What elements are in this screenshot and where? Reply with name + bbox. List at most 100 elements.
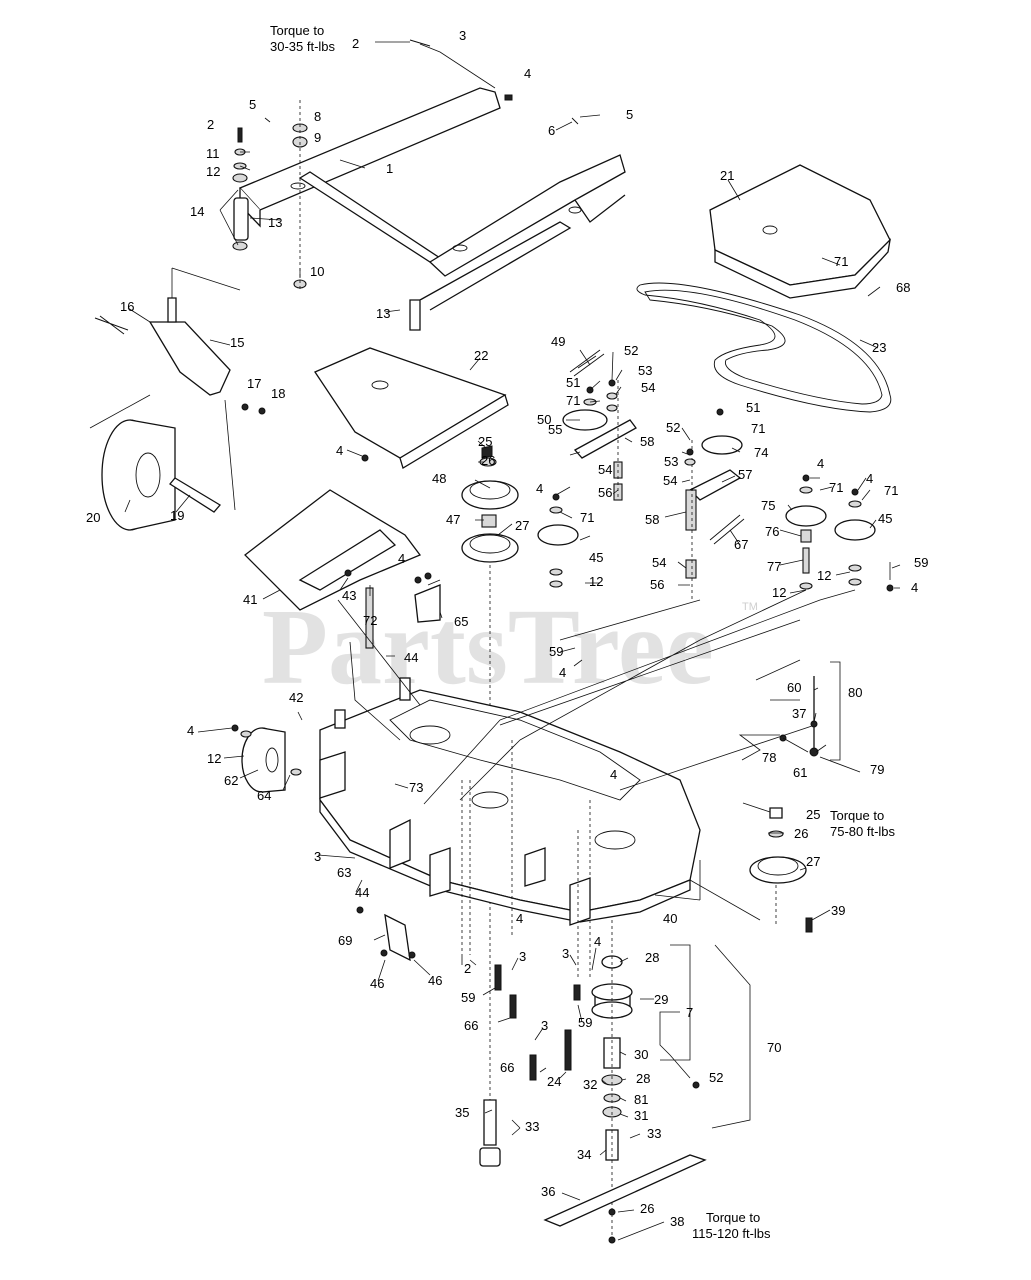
callout-59: 59 xyxy=(914,555,928,570)
callout-16: 16 xyxy=(120,299,134,314)
callout-8: 8 xyxy=(314,109,321,124)
callout-33: 33 xyxy=(525,1119,539,1134)
callout-71: 71 xyxy=(834,254,848,269)
belt-shield xyxy=(314,347,509,469)
callout-11: 11 xyxy=(206,146,220,161)
callout-79: 79 xyxy=(870,762,884,777)
callout-69: 69 xyxy=(338,933,352,948)
callout-58: 58 xyxy=(645,512,659,527)
callout-71: 71 xyxy=(580,510,594,525)
callout-3: 3 xyxy=(519,949,526,964)
callout-9: 9 xyxy=(314,130,321,145)
leader-lines xyxy=(124,41,901,1241)
caster-wheel-assembly xyxy=(89,267,266,531)
watermark: PartsTree TM xyxy=(262,588,758,707)
callout-5: 5 xyxy=(626,107,633,122)
callout-59: 59 xyxy=(461,990,475,1005)
callout-4: 4 xyxy=(911,580,918,595)
right-pulley xyxy=(749,807,813,933)
callout-55: 55 xyxy=(548,422,562,437)
callout-31: 31 xyxy=(634,1108,648,1123)
watermark-brand: PartsTree xyxy=(262,588,714,707)
callout-67: 67 xyxy=(734,537,748,552)
callout-72: 72 xyxy=(363,613,377,628)
callout-32: 32 xyxy=(583,1077,597,1092)
callout-54: 54 xyxy=(663,473,677,488)
callout-47: 47 xyxy=(446,512,460,527)
callout-52: 52 xyxy=(624,343,638,358)
callout-43: 43 xyxy=(342,588,356,603)
callout-34: 34 xyxy=(577,1147,591,1162)
callout-12: 12 xyxy=(589,574,603,589)
callout-33: 33 xyxy=(647,1126,661,1141)
torque-note-top-line2: 30-35 ft-lbs xyxy=(270,39,336,54)
callout-46: 46 xyxy=(370,976,384,991)
callout-58: 58 xyxy=(640,434,654,449)
callout-37: 37 xyxy=(792,706,806,721)
callout-30: 30 xyxy=(634,1047,648,1062)
callout-17: 17 xyxy=(247,376,261,391)
callout-65: 65 xyxy=(454,614,468,629)
callout-56: 56 xyxy=(650,577,664,592)
callout-12: 12 xyxy=(207,751,221,766)
callout-48: 48 xyxy=(432,471,446,486)
callout-49: 49 xyxy=(551,334,565,349)
callout-62: 62 xyxy=(224,773,238,788)
callout-2: 2 xyxy=(352,36,359,51)
torque-note-bottom-line2: 115-120 ft-lbs xyxy=(692,1226,771,1241)
callout-3: 3 xyxy=(541,1018,548,1033)
callout-4: 4 xyxy=(817,456,824,471)
callout-71: 71 xyxy=(751,421,765,436)
callout-75: 75 xyxy=(761,498,775,513)
callout-36: 36 xyxy=(541,1184,555,1199)
callout-4: 4 xyxy=(536,481,543,496)
callout-51: 51 xyxy=(746,400,760,415)
callout-4: 4 xyxy=(559,665,566,680)
callout-53: 53 xyxy=(664,454,678,469)
torque-note-bottom-line1: Torque to xyxy=(706,1210,760,1225)
callout-10: 10 xyxy=(310,264,324,279)
callout-3: 3 xyxy=(314,849,321,864)
callout-25: 25 xyxy=(806,807,820,822)
callout-46: 46 xyxy=(428,973,442,988)
callout-68: 68 xyxy=(896,280,910,295)
callout-50: 50 xyxy=(537,412,551,427)
callout-13: 13 xyxy=(268,215,282,230)
callout-64: 64 xyxy=(257,788,271,803)
deck-bracket xyxy=(356,906,416,962)
callout-13: 13 xyxy=(376,306,390,321)
callout-18: 18 xyxy=(271,386,285,401)
callout-20: 20 xyxy=(86,510,100,525)
callout-80: 80 xyxy=(848,685,862,700)
callout-6: 6 xyxy=(548,123,555,138)
callout-59: 59 xyxy=(578,1015,592,1030)
callout-54: 54 xyxy=(598,462,612,477)
torque-note-right-line1: Torque to xyxy=(830,808,884,823)
callout-12: 12 xyxy=(206,164,220,179)
callout-24: 24 xyxy=(547,1074,561,1089)
callout-4: 4 xyxy=(336,443,343,458)
callout-5: 5 xyxy=(249,97,256,112)
idler-bracket-group xyxy=(562,349,637,501)
callout-35: 35 xyxy=(455,1105,469,1120)
callout-4: 4 xyxy=(610,767,617,782)
callout-81: 81 xyxy=(634,1092,648,1107)
callout-27: 27 xyxy=(515,518,529,533)
gauge-wheel xyxy=(231,724,302,793)
belt-cover-and-belt xyxy=(636,164,892,413)
callout-26: 26 xyxy=(481,453,495,468)
callout-61: 61 xyxy=(793,765,807,780)
torque-notes: Torque to 30-35 ft-lbs Torque to 75-80 f… xyxy=(270,23,896,1241)
callout-52: 52 xyxy=(666,420,680,435)
callout-78: 78 xyxy=(762,750,776,765)
callout-66: 66 xyxy=(500,1060,514,1075)
callout-74: 74 xyxy=(754,445,768,460)
mower-blade xyxy=(543,1154,707,1244)
callout-41: 41 xyxy=(243,592,257,607)
callout-28: 28 xyxy=(636,1071,650,1086)
callout-38: 38 xyxy=(670,1214,684,1229)
callout-2: 2 xyxy=(207,117,214,132)
callout-3: 3 xyxy=(562,946,569,961)
